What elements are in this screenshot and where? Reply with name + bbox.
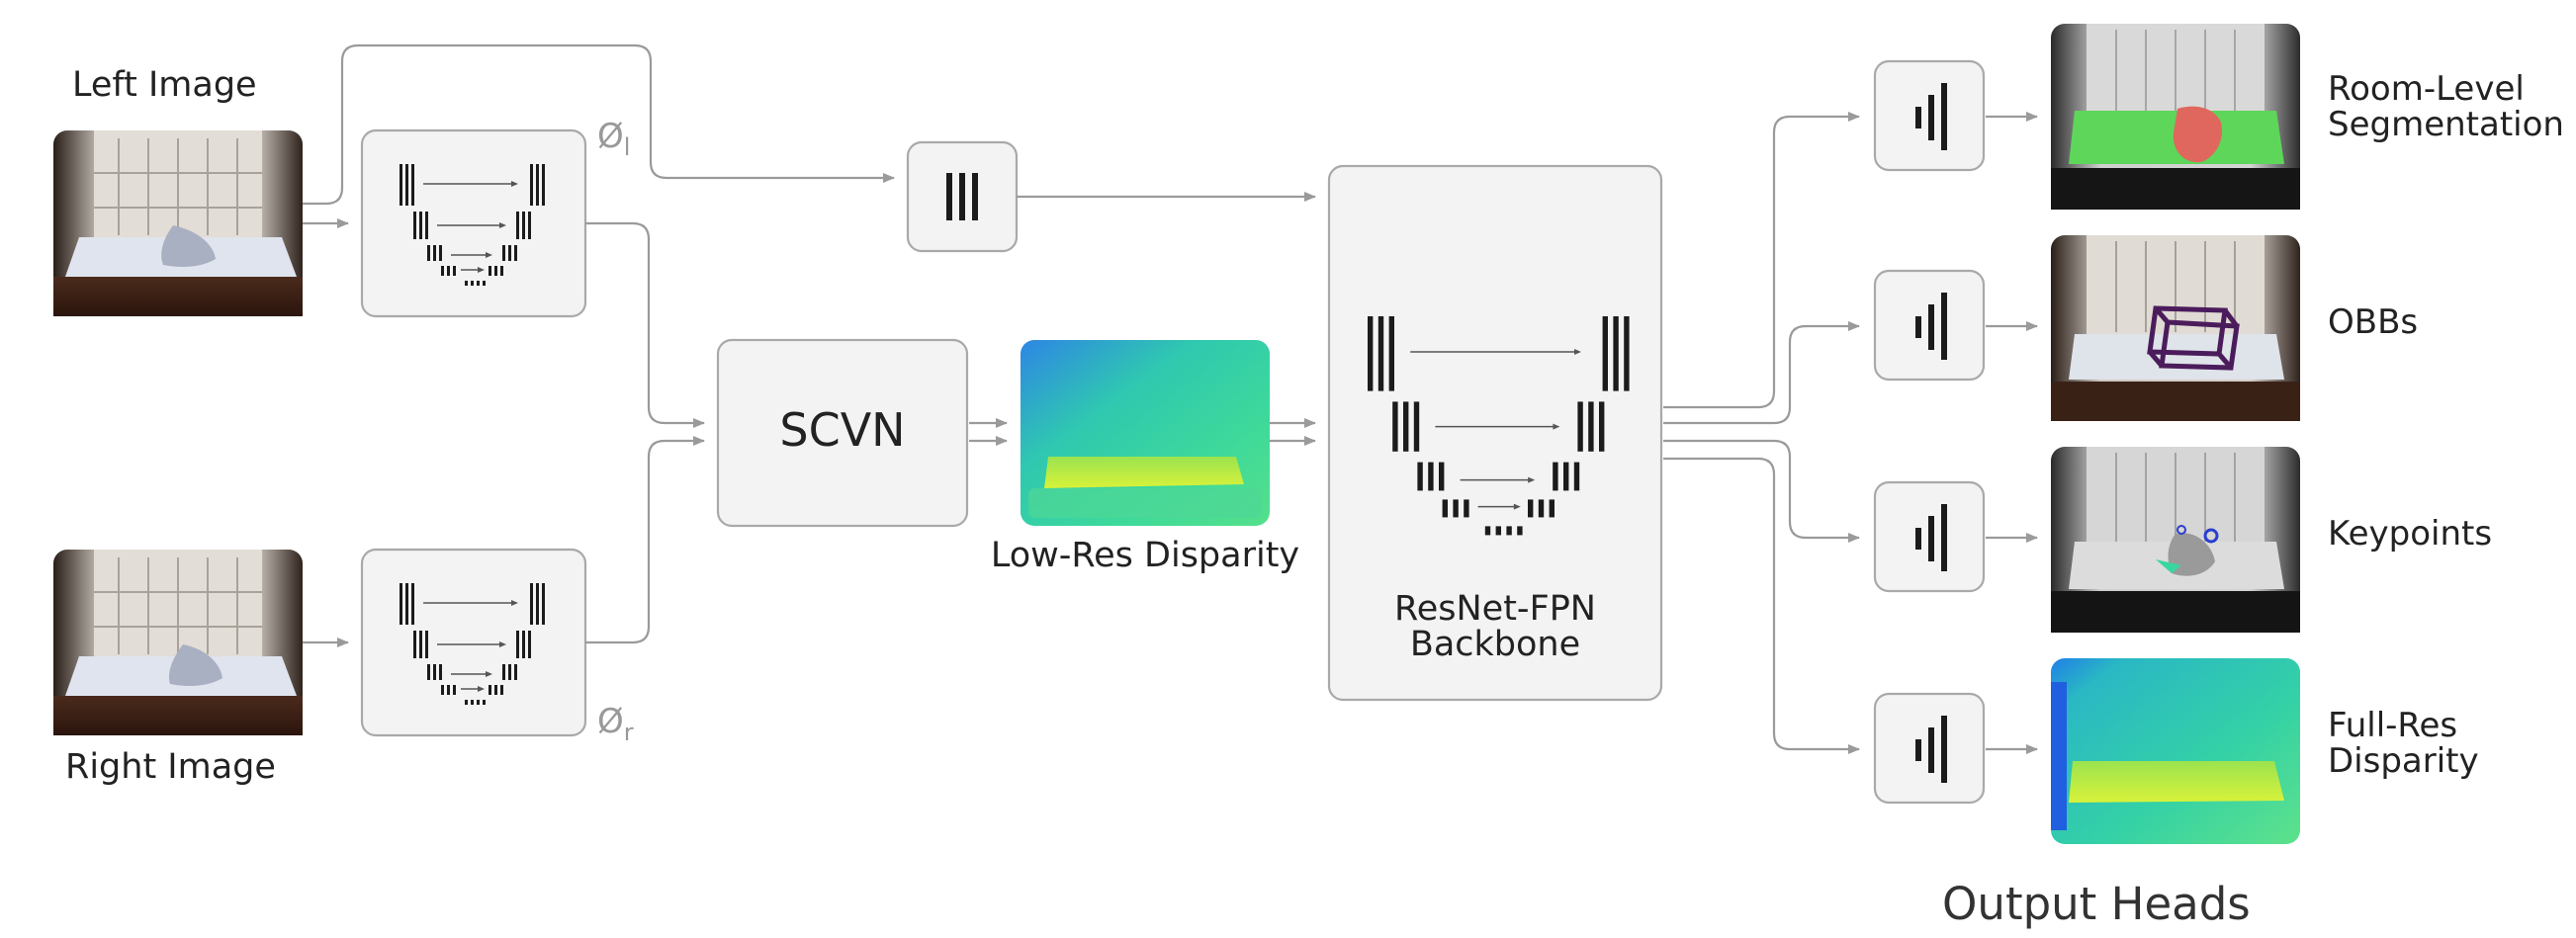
output-head-box-0 [1873, 59, 1986, 172]
right-encoder-unet-icon [400, 583, 545, 705]
left-encoder-box [360, 128, 587, 318]
phi-right-label: Ør [597, 702, 634, 746]
head-label-0-line1: Room-Level [2328, 69, 2525, 109]
phi-left-symbol: Ø [597, 117, 624, 156]
head-label-3-line1: Full-Res [2328, 706, 2458, 745]
scvn-label: SCVN [779, 403, 906, 457]
phi-right-symbol: Ø [597, 702, 624, 741]
backbone-label-line2: Backbone [1409, 625, 1581, 664]
backbone-label-line1: ResNet-FPN [1393, 589, 1596, 629]
output-head-box-2 [1873, 480, 1986, 593]
output-heads-title: Output Heads [1942, 878, 2251, 930]
head-label-2-line1: Keypoints [2328, 514, 2493, 554]
right-image [53, 550, 303, 735]
phi-left-label: Øl [597, 117, 630, 161]
output-head-box-3 [1873, 692, 1986, 805]
connection-arrows [303, 43, 2038, 754]
segmentation-output-image [2051, 24, 2300, 210]
head-label-1-line1: OBBs [2328, 302, 2419, 342]
backbone-box [1327, 164, 1663, 702]
output-head-box-1 [1873, 269, 1986, 382]
left-image [53, 130, 303, 316]
keypoints-output-image [2051, 447, 2300, 633]
left-encoder-unet-icon [400, 164, 545, 286]
low-res-disparity-label: Low-Res Disparity [990, 536, 1300, 575]
backbone-fpn-icon [1368, 316, 1630, 536]
right-image-label: Right Image [65, 747, 276, 787]
full-res-disparity-image [2051, 658, 2300, 844]
right-encoder-box [360, 548, 587, 737]
head-label-0-line2: Segmentation [2328, 105, 2564, 144]
low-res-disparity-image [1021, 340, 1270, 526]
head-label-3-line2: Disparity [2328, 741, 2479, 781]
feature-block-icon [946, 173, 978, 220]
scvn-box [716, 338, 969, 528]
phi-right-subscript: r [623, 719, 634, 746]
left-image-label: Left Image [72, 65, 257, 105]
obb-output-image [2051, 235, 2300, 421]
phi-left-subscript: l [623, 133, 631, 161]
